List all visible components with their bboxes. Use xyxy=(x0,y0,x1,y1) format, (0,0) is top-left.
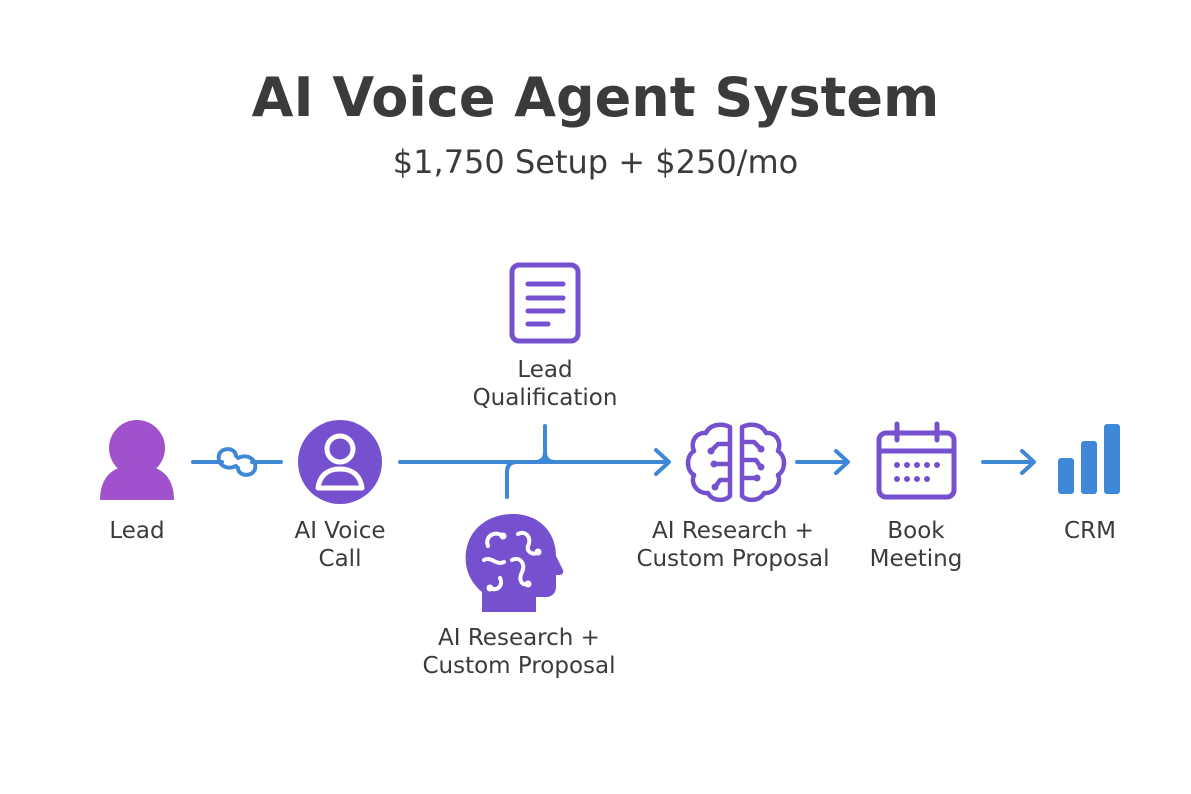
label-ai-research-lower: AI Research + Custom Proposal xyxy=(389,624,649,680)
connectors xyxy=(191,424,1036,499)
arrowhead-meeting xyxy=(834,449,850,475)
label-ai-voice-call: AI Voice Call xyxy=(260,517,420,573)
link-icon xyxy=(216,447,258,477)
calendar-icon xyxy=(876,421,957,500)
label-book-meeting-line-2: Meeting xyxy=(869,546,963,572)
label-crm-line-1: CRM xyxy=(1064,518,1116,544)
document-icon xyxy=(509,262,581,344)
page-title: AI Voice Agent System xyxy=(251,66,940,129)
label-ai-research-line-1: AI Research + xyxy=(652,518,814,544)
label-crm: CRM xyxy=(1040,517,1140,545)
person-icon xyxy=(100,420,174,500)
label-book-meeting-line-1: Book xyxy=(887,518,945,544)
label-lead-line-1: Lead xyxy=(109,518,165,544)
user-circle-icon xyxy=(298,420,382,504)
connector-branch-qualification xyxy=(533,424,547,464)
connector-branch-qualification-right xyxy=(543,450,557,464)
brain-circuit-nodes xyxy=(707,445,765,491)
brain-icon xyxy=(685,422,787,503)
arrowhead-crm xyxy=(1020,449,1036,475)
label-ai-voice-call-line-1: AI Voice xyxy=(294,518,386,544)
head-brain-icon xyxy=(465,514,564,612)
label-lead-qualification-line-1: Lead xyxy=(517,357,573,383)
connector-branch-research-lower xyxy=(505,460,519,499)
label-ai-research-lower-line-1: AI Research + xyxy=(438,625,600,651)
label-lead-qualification: Lead Qualification xyxy=(445,356,645,412)
label-ai-research-line-2: Custom Proposal xyxy=(636,546,830,572)
label-ai-research-lower-line-2: Custom Proposal xyxy=(422,653,616,679)
arrowhead-research xyxy=(654,448,671,476)
label-book-meeting: Book Meeting xyxy=(856,517,976,573)
label-ai-voice-call-line-2: Call xyxy=(318,546,362,572)
page-subtitle: $1,750 Setup + $250/mo xyxy=(392,143,799,181)
label-lead: Lead xyxy=(87,517,187,545)
bar-chart-icon xyxy=(1058,424,1120,494)
label-ai-research: AI Research + Custom Proposal xyxy=(603,517,863,573)
label-lead-qualification-line-2: Qualification xyxy=(472,385,618,411)
